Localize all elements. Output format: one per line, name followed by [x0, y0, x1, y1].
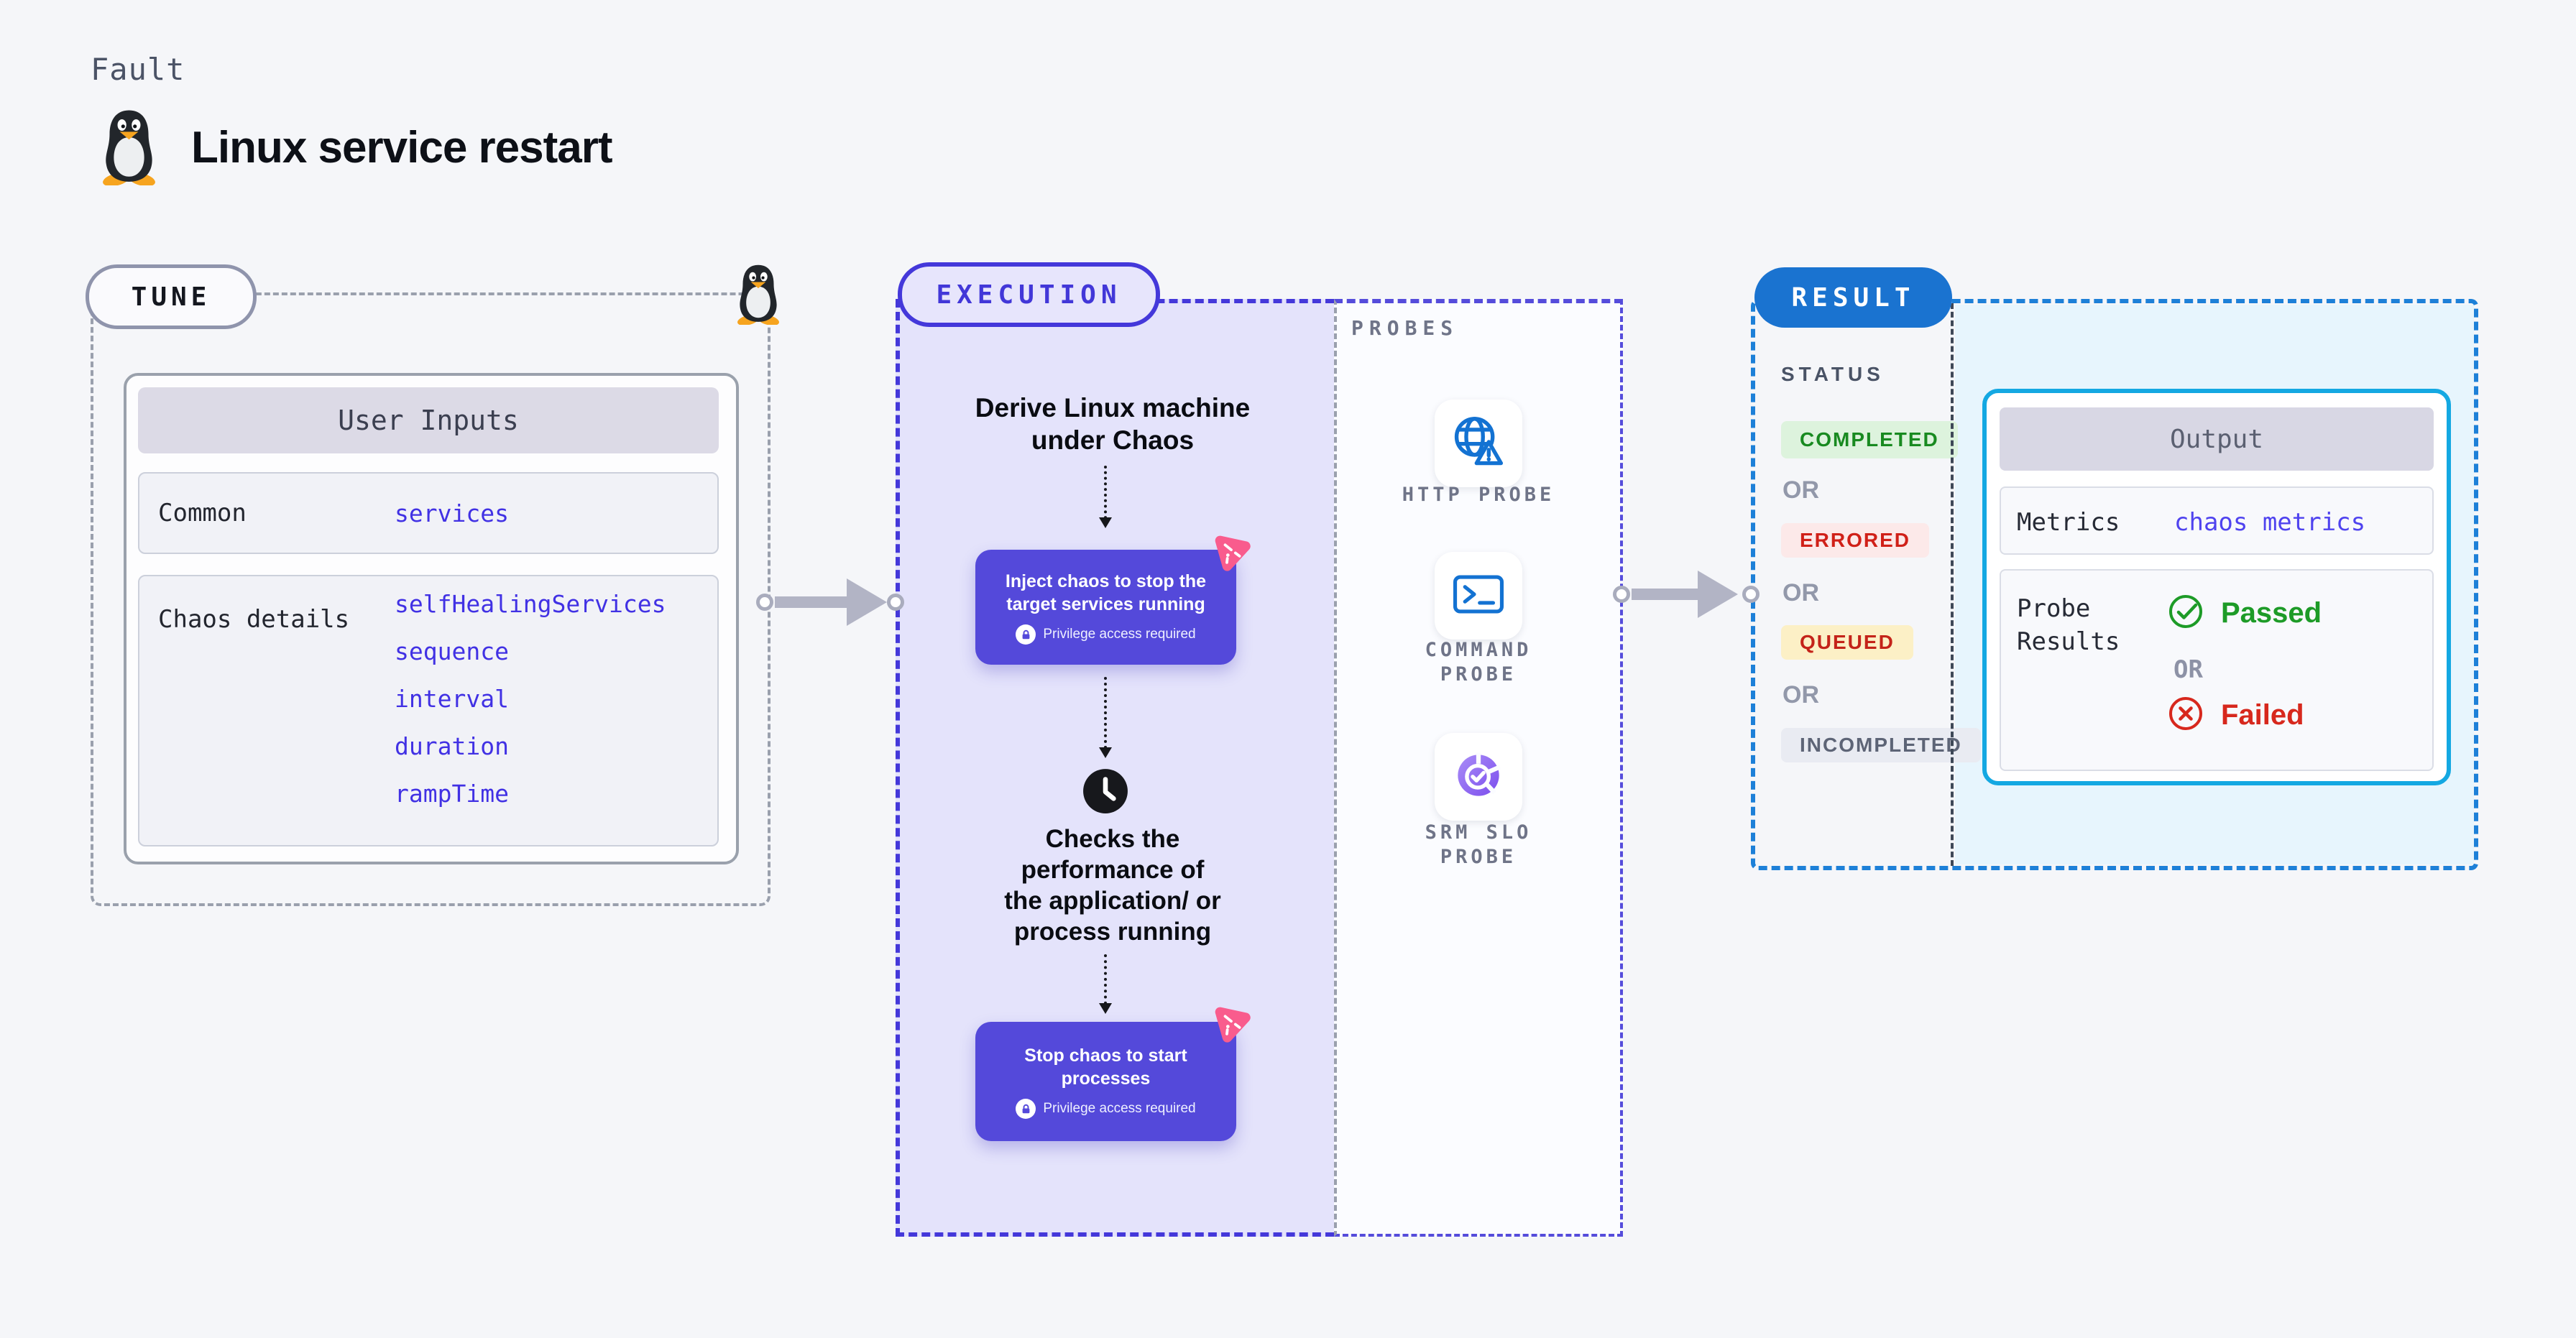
arrow-icon [1632, 589, 1698, 600]
lock-icon [1016, 624, 1036, 645]
down-arrow-icon [1099, 677, 1112, 758]
inject-chaos-node: Inject chaos to stop the target services… [975, 550, 1236, 665]
command-probe-card [1435, 552, 1522, 640]
chaos-icon [1210, 532, 1252, 577]
privilege-note: Privilege access required [1016, 1099, 1196, 1119]
status-badge-completed: COMPLETED [1781, 421, 1958, 458]
probe-result-failed: Failed [2166, 694, 2304, 737]
arrow-icon [775, 596, 847, 608]
metrics-value: chaos metrics [2174, 508, 2366, 537]
slo-pie-icon [1448, 744, 1509, 810]
fault-kicker: Fault [91, 52, 185, 87]
tune-badge: TUNE [86, 264, 257, 329]
down-arrow-icon [1099, 466, 1112, 528]
inject-chaos-title: Inject chaos to stop the target services… [1005, 571, 1207, 614]
probe-result-passed: Passed [2166, 592, 2322, 635]
arrow-head-icon [1698, 571, 1738, 618]
command-probe-label: COMMAND PROBE [1425, 639, 1532, 686]
or-separator: OR [1782, 579, 1819, 606]
status-label: STATUS [1781, 363, 1885, 385]
tux-icon [95, 108, 163, 189]
output-row-probe-results: Probe Results Passed OR Failed [2000, 569, 2434, 771]
metrics-label: Metrics [2017, 508, 2120, 537]
table-row-common: Common services [138, 472, 719, 554]
probes-label: PROBES [1351, 316, 1459, 340]
http-probe-card [1435, 400, 1522, 487]
stop-chaos-title: Stop chaos to start processes [1024, 1046, 1187, 1089]
terminal-icon [1449, 565, 1508, 627]
or-separator: OR [1782, 476, 1819, 504]
passed-text: Passed [2221, 597, 2322, 629]
result-divider [1951, 303, 1954, 866]
down-arrow-icon [1099, 954, 1112, 1014]
status-badge-errored: ERRORED [1781, 523, 1930, 558]
param-duration: duration [395, 732, 509, 760]
check-circle-icon [2166, 592, 2205, 635]
privilege-text: Privilege access required [1043, 627, 1196, 642]
http-probe-label: HTTP PROBE [1402, 484, 1555, 506]
output-row-metrics: Metrics chaos metrics [2000, 486, 2434, 555]
row-label: Common [158, 499, 247, 527]
srm-slo-probe-label: SRM SLO PROBE [1425, 821, 1532, 868]
status-badge-queued: QUEUED [1781, 625, 1913, 660]
param-sequence: sequence [395, 637, 509, 665]
execution-badge: EXECUTION [898, 262, 1160, 327]
row-label: Chaos details [158, 605, 350, 634]
connector-dot [887, 594, 904, 611]
srm-slo-probe-card [1435, 733, 1522, 821]
connector-dot [1613, 586, 1630, 603]
connector-dot [1742, 586, 1760, 603]
step-derive-text: Derive Linux machine under Chaos [975, 393, 1251, 455]
table-row-chaos-details: Chaos details selfHealingServices sequen… [138, 575, 719, 846]
lock-icon [1016, 1099, 1036, 1119]
param-ramptime: rampTime [395, 780, 509, 808]
x-circle-icon [2166, 694, 2205, 737]
param-interval: interval [395, 685, 509, 713]
param-selfhealingservices: selfHealingServices [395, 590, 666, 618]
param-services: services [395, 499, 509, 527]
chaos-icon [1210, 1003, 1252, 1048]
probe-results-label: Probe Results [2017, 594, 2120, 656]
tux-icon-small [731, 263, 786, 328]
user-inputs-header: User Inputs [138, 387, 719, 453]
arrow-head-icon [847, 578, 887, 626]
status-badge-incompleted: INCOMPLETED [1781, 728, 1981, 762]
result-section [1751, 299, 2478, 870]
privilege-note: Privilege access required [1016, 624, 1196, 645]
privilege-text: Privilege access required [1043, 1101, 1196, 1116]
connector-dot [756, 594, 773, 611]
output-header: Output [2000, 407, 2434, 471]
globe-alert-icon [1448, 411, 1509, 476]
result-badge: RESULT [1754, 267, 1952, 328]
page-title: Linux service restart [191, 123, 613, 172]
or-separator: OR [2174, 655, 2203, 684]
failed-text: Failed [2221, 699, 2304, 731]
or-separator: OR [1782, 681, 1819, 709]
step-checks-text: Checks the performance of the applicatio… [1004, 825, 1221, 946]
stop-chaos-node: Stop chaos to start processes Privilege … [975, 1022, 1236, 1141]
clock-icon [1082, 767, 1129, 818]
